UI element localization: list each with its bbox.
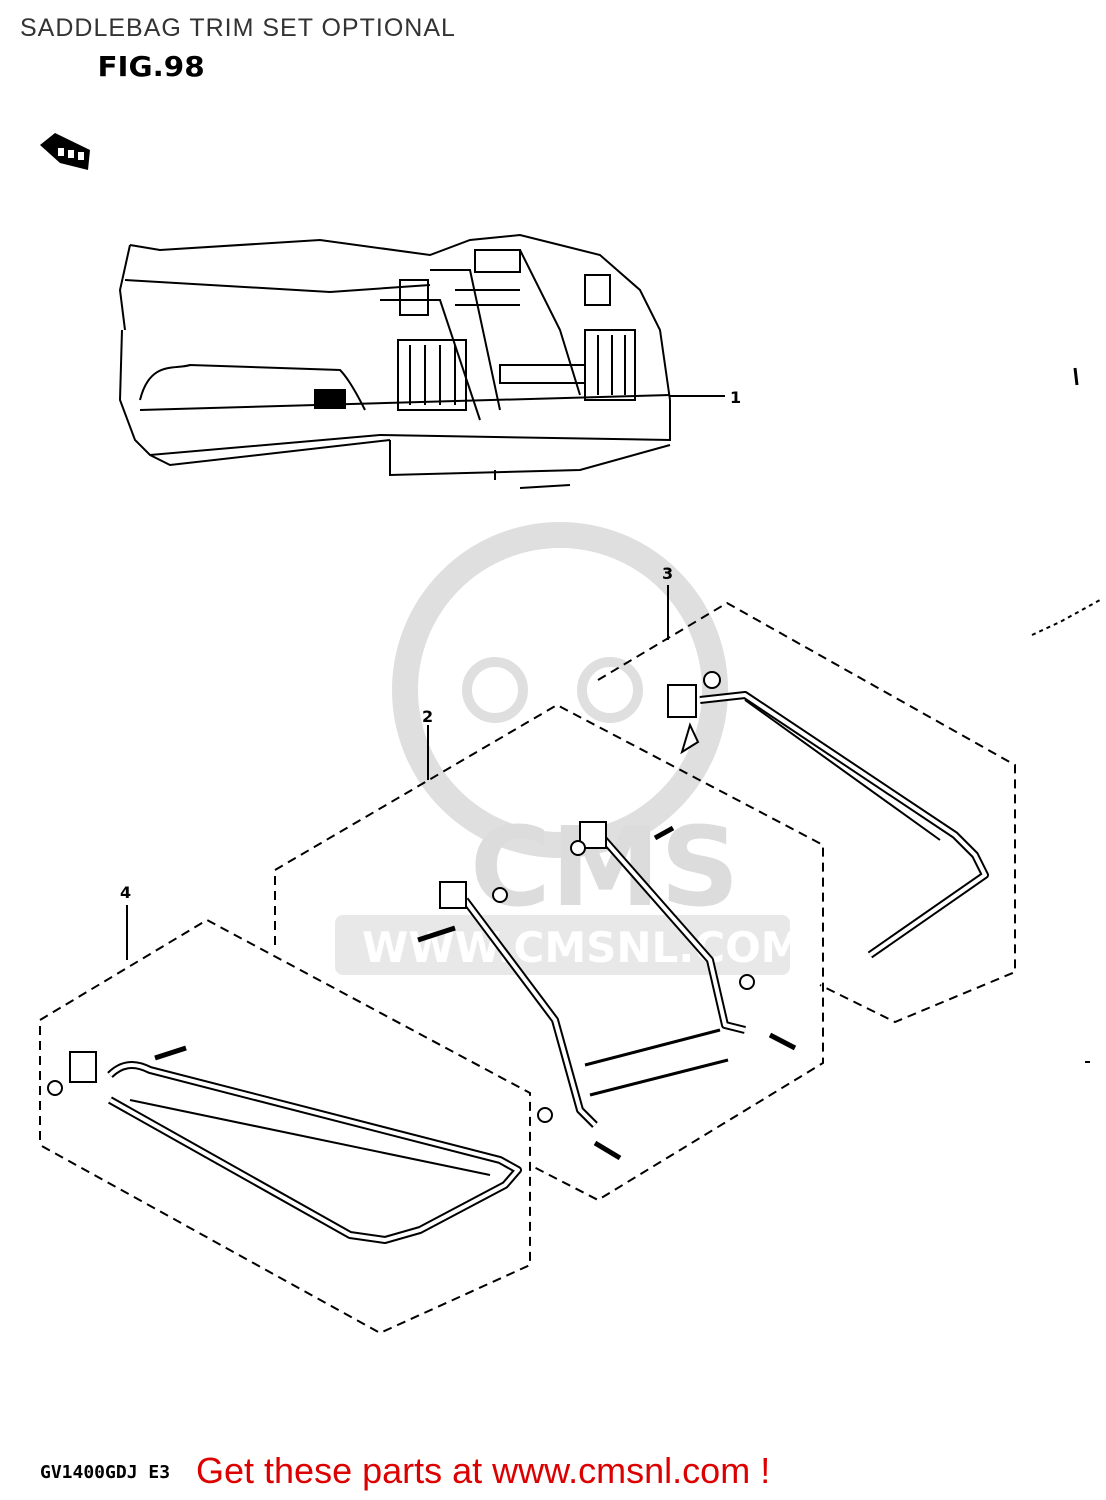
part-4-group bbox=[39, 905, 531, 1335]
part-4-dashed-outline bbox=[39, 918, 531, 1335]
part-3-group bbox=[597, 585, 1016, 1024]
get-parts-link[interactable]: Get these parts at www.cmsnl.com ! bbox=[196, 1450, 771, 1491]
part-2-group bbox=[274, 703, 824, 1202]
watermark-url-text: WWW.CMSNL.COM bbox=[362, 923, 803, 972]
callout-4: 4 bbox=[120, 883, 131, 902]
cmsnl-watermark: CMS WWW.CMSNL.COM bbox=[335, 522, 803, 975]
part-2-dashed-outline bbox=[274, 703, 824, 1202]
callout-1: 1 bbox=[730, 388, 741, 407]
callout-3: 3 bbox=[662, 564, 673, 583]
part-2-clamp-left bbox=[439, 881, 467, 909]
model-code: GV1400GDJ E3 bbox=[40, 1462, 171, 1483]
page-title: SADDLEBAG TRIM SET OPTIONAL bbox=[20, 14, 456, 42]
part-3-dashed-outline bbox=[597, 601, 1016, 1024]
front-direction-arrow-icon bbox=[40, 133, 90, 170]
part-2-clamp-right bbox=[579, 821, 607, 849]
callout-2: 2 bbox=[422, 707, 433, 726]
saddlebag-assembly-drawing bbox=[118, 233, 671, 489]
part-3-clamp bbox=[667, 684, 697, 718]
part-4-clamp bbox=[69, 1051, 97, 1083]
figure-number: FIG.98 bbox=[97, 50, 205, 83]
part-3-bolt bbox=[680, 722, 700, 755]
watermark-helmet-shape bbox=[392, 522, 728, 858]
part-3-nut bbox=[703, 671, 721, 689]
